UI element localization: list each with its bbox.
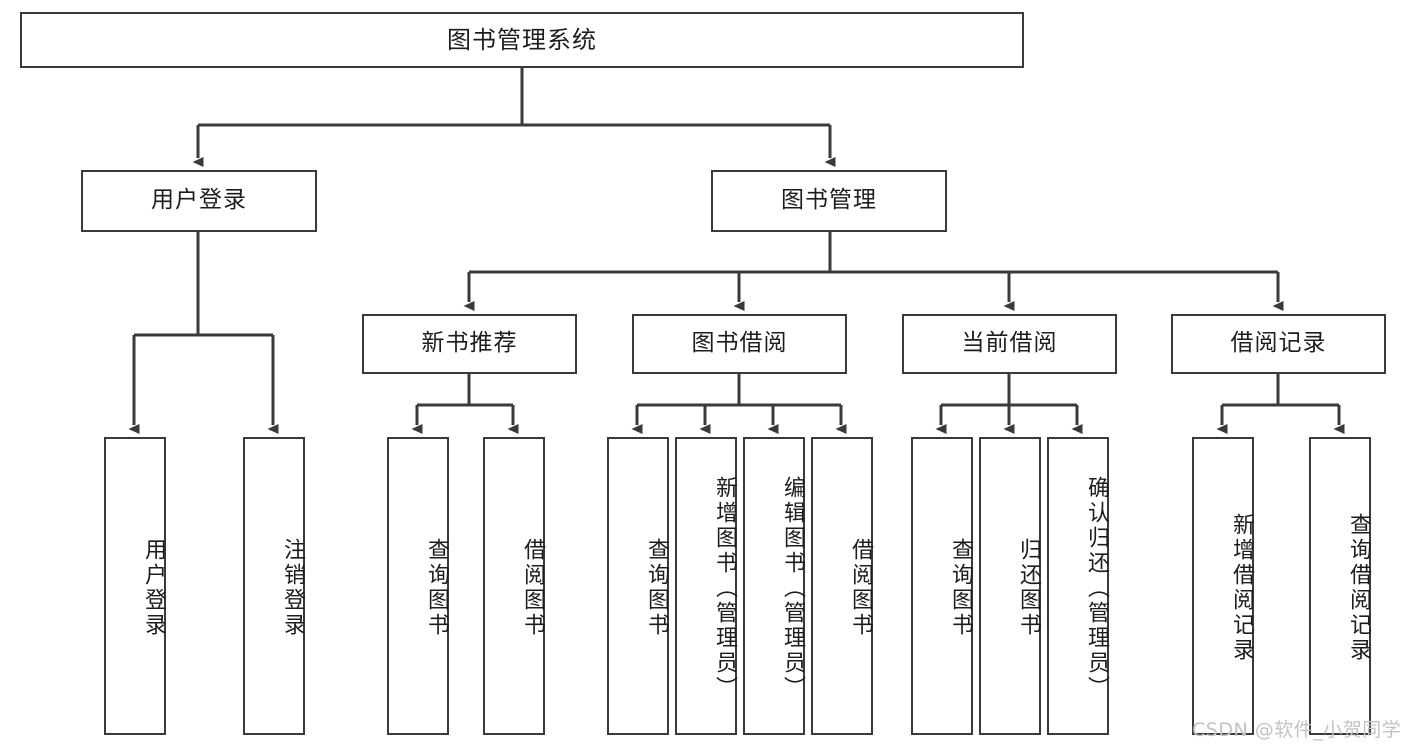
node-label: 归还图书: [1016, 538, 1041, 638]
node-label: 借阅记录: [1230, 330, 1327, 357]
node-label: 注销登录: [280, 538, 305, 638]
node-label: 图书管理: [781, 187, 877, 214]
node-label: 当前借阅: [961, 330, 1058, 357]
leaf-borrow-book-new[interactable]: 借阅图书: [483, 437, 545, 735]
node-book-borrow[interactable]: 图书借阅: [632, 314, 847, 374]
leaf-query-book-new[interactable]: 查询图书: [387, 437, 449, 735]
leaf-add-borrow-record[interactable]: 新增借阅记录: [1192, 437, 1254, 735]
leaf-edit-book-admin[interactable]: 编辑图书（管理员）: [743, 437, 805, 735]
leaf-query-borrow-record[interactable]: 查询借阅记录: [1309, 437, 1371, 735]
node-label: 查询图书: [424, 538, 449, 638]
node-label: 查询图书: [644, 538, 669, 638]
leaf-query-book-borrow[interactable]: 查询图书: [607, 437, 669, 735]
leaf-return-book[interactable]: 归还图书: [979, 437, 1041, 735]
node-label: 用户登录: [141, 538, 166, 638]
node-label: 用户登录: [151, 187, 247, 214]
node-label: 确认归还（管理员）: [1084, 475, 1109, 701]
leaf-borrow-book[interactable]: 借阅图书: [811, 437, 873, 735]
node-borrow-records[interactable]: 借阅记录: [1171, 314, 1386, 374]
node-label: 编辑图书（管理员）: [780, 475, 805, 701]
node-label: 图书借阅: [691, 330, 788, 357]
leaf-user-login[interactable]: 用户登录: [104, 437, 166, 735]
node-label: 借阅图书: [848, 538, 873, 638]
node-root[interactable]: 图书管理系统: [20, 12, 1024, 68]
node-user-login[interactable]: 用户登录: [81, 170, 317, 232]
node-label: 图书管理系统: [447, 25, 597, 54]
node-label: 新书推荐: [421, 330, 518, 357]
node-label: 查询图书: [948, 538, 973, 638]
node-label: 新增借阅记录: [1229, 513, 1254, 663]
leaf-add-book-admin[interactable]: 新增图书（管理员）: [675, 437, 737, 735]
leaf-query-book-current[interactable]: 查询图书: [911, 437, 973, 735]
leaf-logout[interactable]: 注销登录: [243, 437, 305, 735]
node-label: 查询借阅记录: [1346, 513, 1371, 663]
node-current-borrow[interactable]: 当前借阅: [902, 314, 1117, 374]
node-label: 借阅图书: [520, 538, 545, 638]
leaf-confirm-return-admin[interactable]: 确认归还（管理员）: [1047, 437, 1109, 735]
node-book-management[interactable]: 图书管理: [711, 170, 947, 232]
node-label: 新增图书（管理员）: [712, 475, 737, 701]
node-new-book-recommend[interactable]: 新书推荐: [362, 314, 577, 374]
